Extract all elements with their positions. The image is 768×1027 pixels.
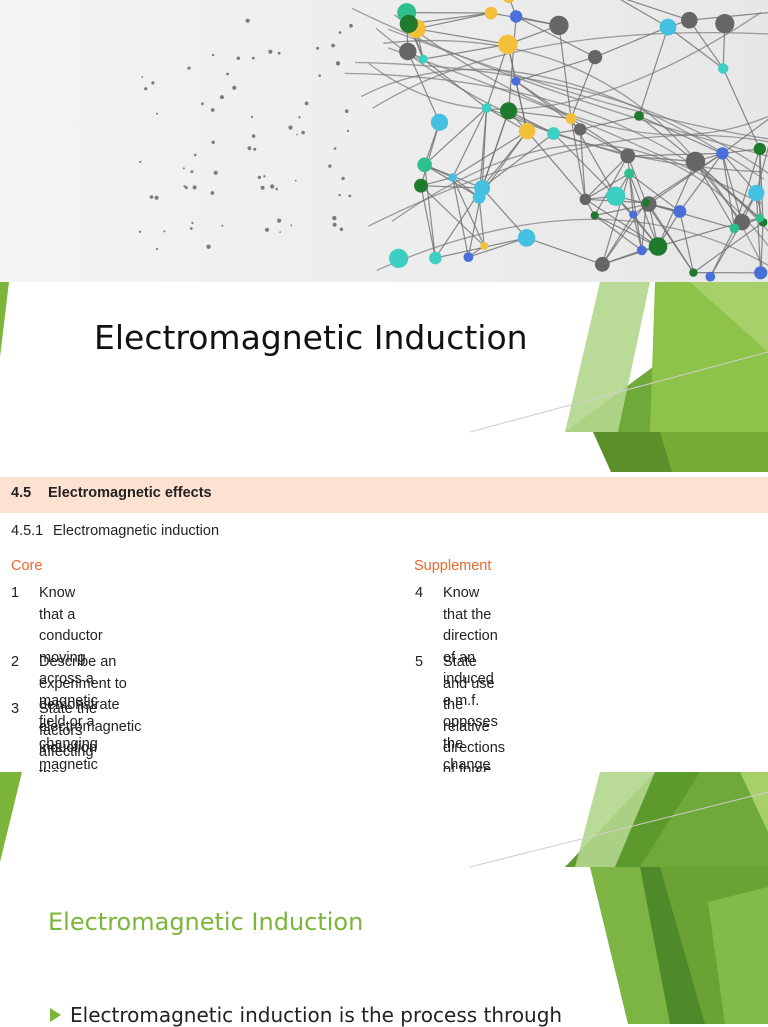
slide-title: Electromagnetic Induction — [94, 318, 528, 357]
item-number: 1 — [11, 583, 19, 605]
network-globe-image — [0, 0, 768, 282]
item-number: 4 — [415, 583, 423, 605]
item-number: 5 — [415, 652, 423, 674]
hero-slide — [0, 0, 768, 282]
subsection-title: Electromagnetic induction — [53, 523, 219, 539]
section-title: Electromagnetic effects — [48, 485, 212, 501]
item-number: 3 — [11, 699, 19, 721]
content-slide-title: Electromagnetic Induction — [48, 908, 363, 936]
supplement-heading: Supplement — [414, 558, 491, 574]
triangle-bullet-icon — [50, 1008, 61, 1022]
green-facets-decoration — [0, 772, 768, 1024]
core-heading: Core — [11, 558, 42, 574]
item-number: 2 — [11, 652, 19, 674]
bullet-text: Electromagnetic induction is the process… — [70, 1003, 562, 1027]
subsection-number: 4.5.1 — [11, 523, 53, 539]
content-slide — [0, 772, 768, 1024]
section-number: 4.5 — [11, 485, 48, 501]
